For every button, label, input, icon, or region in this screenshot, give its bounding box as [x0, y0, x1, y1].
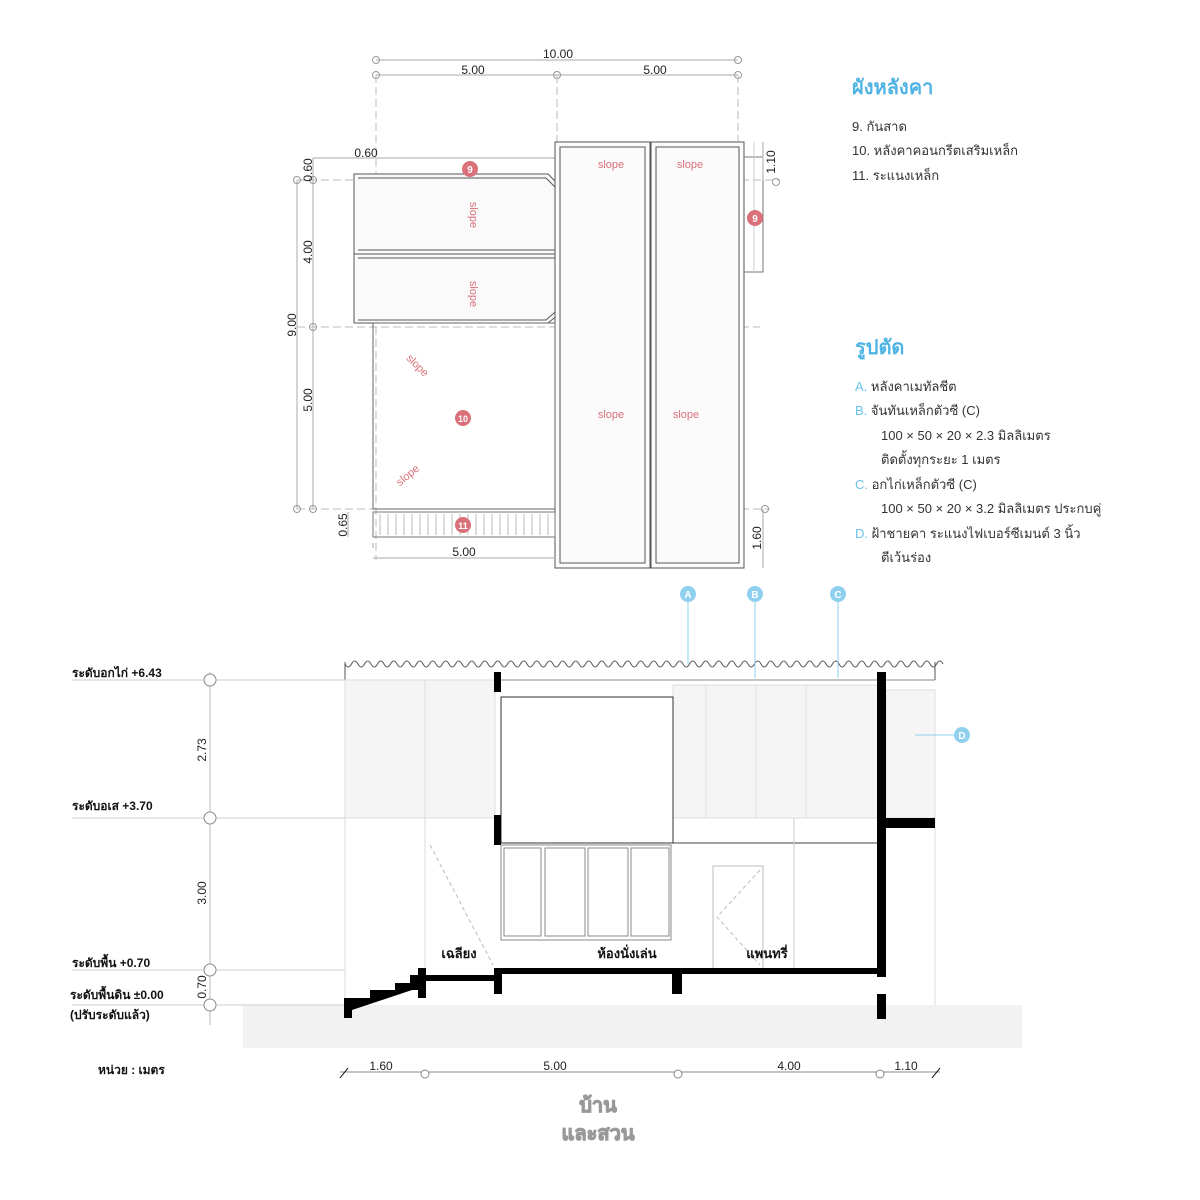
svg-text:C: C — [834, 590, 841, 601]
svg-text:9: 9 — [752, 214, 758, 225]
dim-overhang-top-left: 0.60 — [354, 146, 378, 160]
svg-text:และสวน: และสวน — [562, 1123, 635, 1145]
svg-text:11: 11 — [458, 521, 468, 531]
level-ridge: ระดับอกไก่ +6.43 — [72, 665, 162, 680]
gable-wall-left — [344, 679, 496, 819]
structure — [344, 672, 935, 1019]
dim-horizontal: 4.00 — [777, 1059, 801, 1073]
dim-depth-lower: 5.00 — [301, 388, 315, 412]
slope-label: slope — [673, 409, 699, 421]
soffit — [885, 689, 936, 819]
room-label-porch: เฉลียง — [441, 946, 476, 961]
dim-eave-depth: 0.65 — [336, 513, 350, 537]
dim-horizontal: 1.10 — [894, 1059, 918, 1073]
slope-label: slope — [467, 202, 479, 228]
section-drawing — [72, 600, 1022, 1079]
dim-right-overhang-top: 1.10 — [764, 150, 778, 174]
slope-label: slope — [677, 159, 703, 171]
legend-item: D. ฝ้าชายคา ระแนงไฟเบอร์ซีเมนต์ 3 นิ้ว — [855, 525, 1081, 541]
level-ground: ระดับพื้นดิน ±0.00 — [70, 985, 164, 1002]
legend-item: C. อกไก่เหล็กตัวซี (C) — [855, 476, 977, 492]
slope-label: slope — [404, 352, 431, 379]
room-label-living: ห้องนั่งเล่น — [597, 944, 656, 961]
callout-B: B — [747, 586, 763, 602]
section-legend: รูปตัด A. หลังคาเมทัลชีต B. จันทันเหล็กต… — [855, 336, 1101, 571]
legend-detail: 100 × 50 × 20 × 3.2 มิลลิเมตร ประกบคู่ — [881, 501, 1102, 516]
dim-vertical: 3.00 — [195, 881, 209, 905]
marker-10: 10 — [455, 410, 471, 426]
svg-text:A: A — [684, 590, 691, 601]
gable-wall-right — [672, 684, 879, 819]
sliding-windows — [500, 844, 672, 941]
callout-D: D — [954, 727, 970, 743]
slope-label: slope — [598, 409, 624, 421]
level-floor: ระดับพื้น +0.70 — [72, 953, 150, 970]
dim-half-left: 5.00 — [461, 63, 485, 77]
legend-detail: 100 × 50 × 20 × 2.3 มิลลิเมตร — [881, 427, 1051, 443]
upper-volume — [500, 696, 674, 844]
roof-plan-legend-title: ผังหลังคา — [852, 77, 934, 99]
dim-horizontal: 1.60 — [369, 1059, 393, 1073]
marker-9: 9 — [462, 161, 478, 177]
logo: บ้าน และสวน — [561, 1094, 635, 1146]
marker-11: 11 — [455, 517, 471, 533]
dim-right-overhang-bottom: 1.60 — [750, 526, 764, 550]
slope-label: slope — [467, 281, 479, 307]
concrete-roof — [372, 322, 556, 510]
svg-text:D: D — [958, 731, 965, 742]
legend-item: 10. หลังคาคอนกรีตเสริมเหล็ก — [852, 143, 1019, 158]
dim-eave-width: 5.00 — [452, 545, 476, 559]
svg-text:10: 10 — [458, 414, 468, 424]
callout-A: A — [680, 586, 696, 602]
legend-item: 11. ระแนงเหล็ก — [852, 167, 940, 183]
dim-half-right: 5.00 — [643, 63, 667, 77]
svg-text:9: 9 — [467, 165, 473, 176]
roof-plan — [293, 56, 780, 569]
svg-text:บ้าน: บ้าน — [579, 1094, 617, 1117]
dim-horizontal: 5.00 — [543, 1059, 567, 1073]
level-beam: ระดับอเส +3.70 — [72, 799, 153, 813]
section-legend-title: รูปตัด — [855, 337, 905, 359]
legend-detail: ติดตั้งทุกระยะ 1 เมตร — [881, 452, 1001, 467]
level-note: (ปรับระดับแล้ว) — [70, 1008, 150, 1022]
marker-9: 9 — [747, 210, 763, 226]
roof-plan-legend: ผังหลังคา 9. กันสาด 10. หลังคาคอนกรีตเสร… — [852, 76, 1018, 188]
dim-overhang-top: 0.60 — [301, 158, 315, 182]
dim-vertical: 0.70 — [195, 975, 209, 999]
callout-C: C — [830, 586, 846, 602]
legend-item: B. จันทันเหล็กตัวซี (C) — [855, 403, 980, 418]
slope-label: slope — [394, 463, 422, 489]
legend-detail: ตีเว้นร่อง — [881, 550, 932, 565]
dim-vertical: 2.73 — [195, 738, 209, 762]
dim-total-depth: 9.00 — [285, 313, 299, 337]
steel-louver — [372, 511, 556, 538]
legend-item: A. หลังคาเมทัลชีต — [855, 378, 957, 394]
ground — [243, 1005, 1022, 1048]
unit-label: หน่วย : เมตร — [98, 1063, 165, 1077]
shed-roof-right — [650, 141, 745, 569]
svg-text:B: B — [751, 590, 758, 601]
metal-sheet-roof — [344, 660, 944, 668]
shed-roof-left — [554, 141, 651, 569]
legend-item: 9. กันสาด — [852, 118, 907, 134]
dim-depth-upper: 4.00 — [301, 240, 315, 264]
dim-total-width: 10.00 — [543, 47, 573, 61]
slope-label: slope — [598, 159, 624, 171]
room-label-pantry: แพนทรี่ — [746, 944, 787, 961]
